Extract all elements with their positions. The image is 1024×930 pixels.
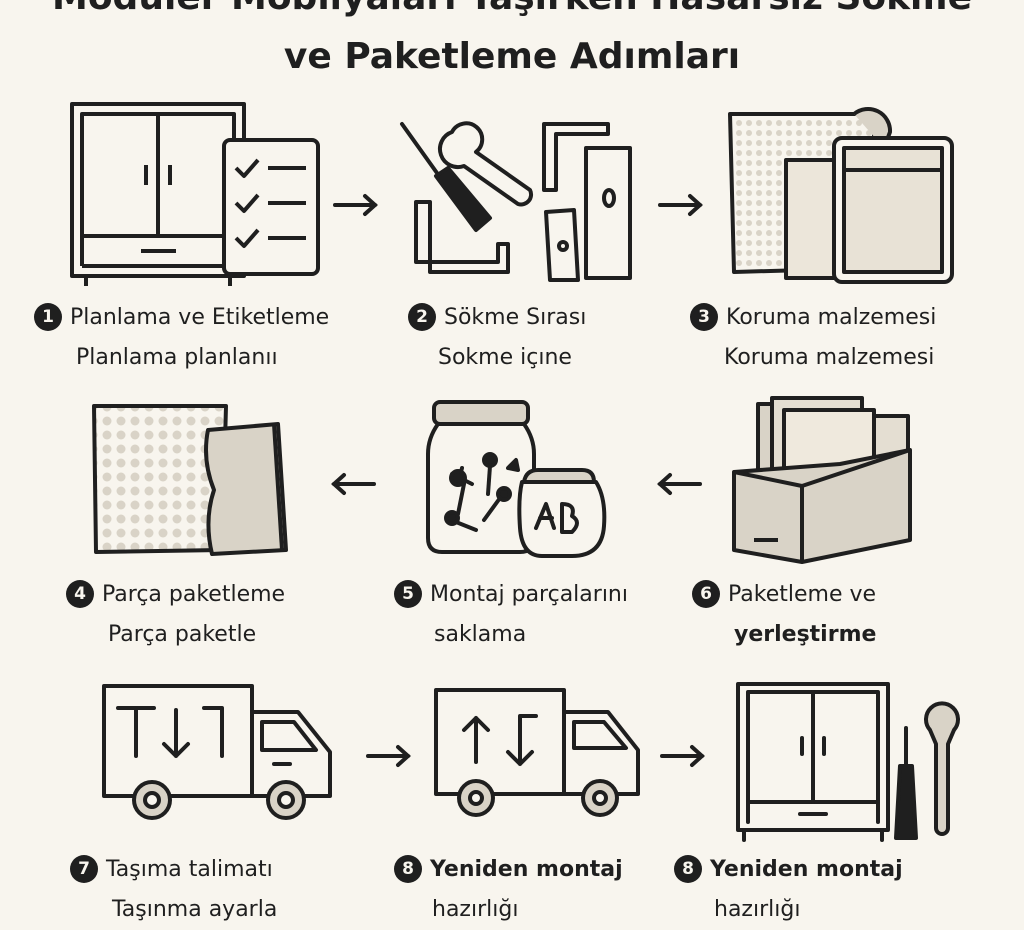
arrow-right-icon [658, 194, 703, 216]
step-sub-label: Parça paketle [108, 622, 257, 647]
step-4-caption: 4 Parça paketleme Parça paketle [66, 575, 396, 655]
arrow-right-icon [660, 745, 705, 767]
step-label: Planlama ve Etiketleme [70, 305, 330, 330]
step-6-caption: 6 Paketleme ve yerleştirme [692, 575, 1022, 655]
step-number-badge: 4 [66, 580, 94, 608]
step-sub-label: yerleştirme [734, 622, 877, 647]
truck-arrows-icon [434, 688, 640, 817]
step-sub-label: hazırlığı [714, 897, 801, 922]
step-label: Paketleme ve [728, 582, 877, 607]
step-sub-label: Sokme içıne [438, 345, 572, 370]
bubble-wrap-icon [728, 106, 954, 284]
step-number-badge: 5 [394, 580, 422, 608]
title-line-1: Modüler Mobilyaları Taşırken Hasarsız Sö… [0, 0, 1024, 20]
step-sub-label: Koruma malzemesi [724, 345, 935, 370]
step-label: Parça paketleme [102, 582, 286, 607]
step-5-caption: 5 Montaj parçalarını saklama [394, 575, 724, 655]
step-sub-label: hazırlığı [432, 897, 519, 922]
wrapped-panel-icon [92, 404, 288, 556]
arrow-right-icon [366, 745, 411, 767]
step-number-badge: 8 [674, 855, 702, 883]
step-1-caption: 1 Planlama ve Etiketleme Planlama planlan… [34, 298, 364, 378]
step-sub-label: Planlama planlanıı [76, 345, 278, 370]
step-number-badge: 6 [692, 580, 720, 608]
step-sub-label: saklama [434, 622, 527, 647]
title-line-2: ve Paketleme Adımları [283, 36, 741, 77]
step-9-caption: 8 Yeniden montaj hazırlığı [674, 850, 1004, 930]
step-number-badge: 7 [70, 855, 98, 883]
step-2-caption: 2 Sökme Sırası Sokme içıne [408, 298, 738, 378]
tools-panels-icon [400, 121, 632, 282]
wardrobe-checklist-icon [70, 102, 320, 286]
step-label: Sökme Sırası [444, 305, 587, 330]
step-7-caption: 7 Taşıma talimatı Taşınma ayarla [70, 850, 400, 930]
step-number-badge: 3 [690, 303, 718, 331]
step-label: Koruma malzemesi [726, 305, 937, 330]
step-number-badge: 1 [34, 303, 62, 331]
panel-box-icon [732, 396, 912, 564]
step-8-caption: 8 Yeniden montaj hazırlığı [394, 850, 724, 930]
wardrobe-tools-icon [736, 682, 960, 842]
arrow-left-icon [657, 473, 702, 495]
step-sub-label: Taşınma ayarla [112, 897, 278, 922]
step-label: Yeniden montaj [430, 857, 623, 882]
step-number-badge: 8 [394, 855, 422, 883]
arrow-right-icon [333, 194, 378, 216]
step-label: Yeniden montaj [710, 857, 903, 882]
step-label: Taşıma talimatı [106, 857, 273, 882]
step-number-badge: 2 [408, 303, 436, 331]
step-label: Montaj parçalarını [430, 582, 628, 607]
truck-icon [102, 684, 332, 820]
screw-jar-icon [426, 400, 607, 558]
arrow-left-icon [331, 473, 376, 495]
